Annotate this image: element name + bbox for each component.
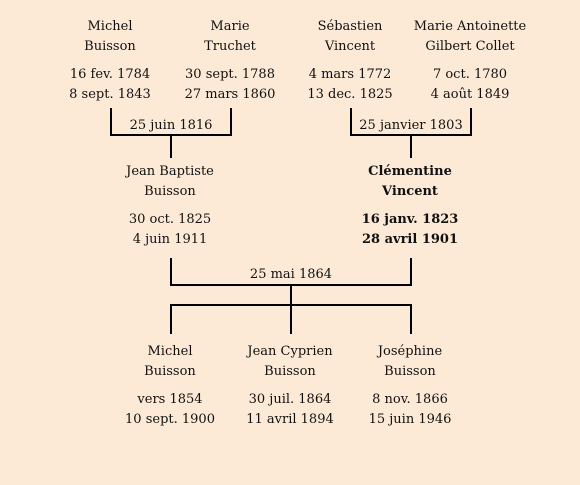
person-last-name: Buisson: [144, 184, 196, 199]
person-death-date: 4 août 1849: [430, 87, 510, 102]
connector-line: [410, 136, 412, 158]
connector-line: [290, 286, 292, 304]
connector-line: [410, 304, 412, 334]
connector-line: [350, 134, 472, 136]
person-birth-date: 4 mars 1772: [308, 67, 392, 82]
person-death-date: 15 juin 1946: [368, 412, 452, 427]
connector-line: [410, 258, 412, 286]
person-death-date: 8 sept. 1843: [69, 87, 151, 102]
person-first-name: Marie: [210, 19, 250, 34]
person-first-name: Sébastien: [317, 19, 383, 34]
connector-line: [470, 108, 472, 136]
person-first-name: Marie Antoinette: [413, 19, 527, 34]
connector-line: [170, 136, 172, 158]
connector-line: [290, 304, 292, 334]
person-birth-date: 8 nov. 1866: [372, 392, 448, 407]
person-first-name: Jean Baptiste: [126, 164, 214, 179]
person-birth-date: 30 oct. 1825: [128, 212, 212, 227]
person-first-name: Clémentine: [368, 164, 452, 179]
person-first-name: Joséphine: [377, 344, 443, 359]
person-birth-date: 16 fev. 1784: [69, 67, 151, 82]
person-last-name: Buisson: [264, 364, 316, 379]
person-jean-baptiste-buisson[interactable]: Jean Baptiste Buisson 30 oct. 1825 4 jui…: [95, 162, 245, 250]
connector-line: [170, 304, 172, 334]
marriage-date-parents: 25 mai 1864: [249, 267, 333, 282]
connector-line: [350, 108, 352, 136]
person-marie-truchet[interactable]: Marie Truchet 30 sept. 1788 27 mars 1860: [155, 17, 305, 105]
person-josephine-buisson[interactable]: Joséphine Buisson 8 nov. 1866 15 juin 19…: [335, 342, 485, 430]
person-first-name: Michel: [147, 344, 193, 359]
marriage-date-maternal: 25 janvier 1803: [359, 118, 463, 133]
person-birth-date: 30 sept. 1788: [185, 67, 275, 82]
person-michel-buisson-jr[interactable]: Michel Buisson vers 1854 10 sept. 1900: [95, 342, 245, 430]
person-last-name: Buisson: [84, 39, 136, 54]
connector-line: [170, 258, 172, 286]
person-last-name: Truchet: [204, 39, 256, 54]
person-birth-date: 7 oct. 1780: [432, 67, 508, 82]
person-first-name: Michel: [87, 19, 133, 34]
person-last-name: Vincent: [382, 184, 438, 199]
person-last-name: Gilbert Collet: [425, 39, 515, 54]
person-marie-antoinette-gilbert-collet[interactable]: Marie Antoinette Gilbert Collet 7 oct. 1…: [395, 17, 545, 105]
connector-line: [170, 284, 412, 286]
person-michel-buisson-sr[interactable]: Michel Buisson 16 fev. 1784 8 sept. 1843: [35, 17, 185, 105]
person-birth-date: 30 juil. 1864: [248, 392, 332, 407]
person-last-name: Vincent: [324, 39, 376, 54]
person-sebastien-vincent[interactable]: Sébastien Vincent 4 mars 1772 13 dec. 18…: [275, 17, 425, 105]
person-last-name: Buisson: [384, 364, 436, 379]
person-clementine-vincent[interactable]: Clémentine Vincent 16 janv. 1823 28 avri…: [335, 162, 485, 250]
person-first-name: Jean Cyprien: [247, 344, 333, 359]
person-death-date: 27 mars 1860: [184, 87, 276, 102]
person-death-date: 4 juin 1911: [132, 232, 208, 247]
marriage-date-paternal: 25 juin 1816: [129, 118, 213, 133]
connector-line: [110, 108, 112, 136]
person-birth-date: 16 janv. 1823: [361, 212, 459, 227]
person-death-date: 13 dec. 1825: [307, 87, 393, 102]
person-death-date: 10 sept. 1900: [125, 412, 215, 427]
person-death-date: 28 avril 1901: [361, 232, 459, 247]
person-last-name: Buisson: [144, 364, 196, 379]
connector-line: [230, 108, 232, 136]
person-birth-date: vers 1854: [137, 392, 203, 407]
connector-line: [110, 134, 232, 136]
person-death-date: 11 avril 1894: [246, 412, 334, 427]
person-jean-cyprien-buisson[interactable]: Jean Cyprien Buisson 30 juil. 1864 11 av…: [215, 342, 365, 430]
